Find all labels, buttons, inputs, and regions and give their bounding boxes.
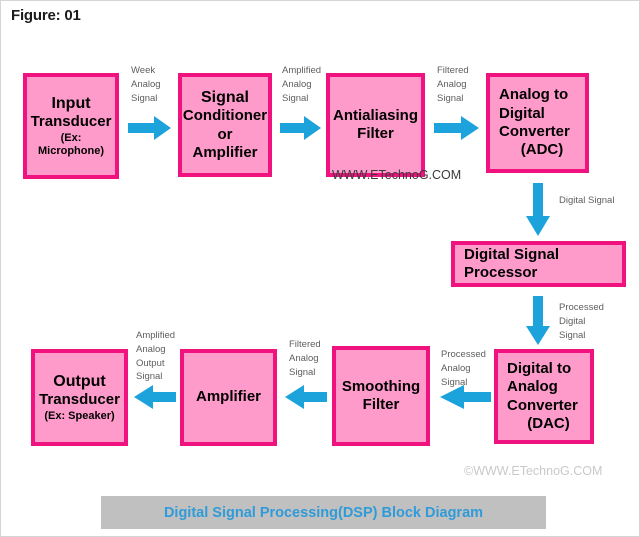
edge-label-line: Amplified — [282, 65, 322, 76]
edge-label-line: Analog — [441, 362, 471, 374]
edge-label-line: Digital Signal — [559, 195, 615, 206]
watermark-corner: ©WWW.ETechnoG.COM — [464, 464, 603, 478]
block-adc[interactable]: Analog to Digital Converter (ADC) — [486, 73, 589, 173]
block-line: Filter — [357, 125, 394, 142]
block-line: Converter — [507, 396, 578, 414]
arrow-input-to-conditioner — [128, 115, 172, 141]
edge-label-week-analog-signal: Week Analog Signal — [131, 64, 161, 105]
arrow-dsp-to-dac — [525, 296, 551, 346]
block-digital-signal-processor[interactable]: Digital Signal Processor — [451, 241, 626, 287]
block-line: Conditioner — [182, 107, 268, 125]
edge-label-line: Signal — [136, 371, 163, 383]
figure-label: Figure: 01 — [11, 7, 81, 24]
block-line: Converter — [499, 123, 570, 140]
edge-label-line: Analog — [289, 352, 319, 364]
edge-label-filtered-analog-signal-bottom: Filtered Analog Signal — [289, 338, 321, 379]
edge-label-line: Processed — [559, 302, 604, 313]
edge-label-line: Amplified — [136, 330, 176, 341]
block-line: Output — [53, 372, 106, 390]
block-line: (Ex: Microphone) — [38, 131, 104, 157]
edge-label-line: Digital — [559, 315, 586, 327]
block-line: Smoothing — [341, 377, 421, 395]
edge-label-line: Filtered — [437, 65, 469, 76]
arrow-adc-to-dsp — [525, 183, 551, 237]
block-line: Transducer — [39, 391, 120, 409]
edge-label-line: Signal — [289, 366, 316, 378]
edge-label-line: Signal — [282, 92, 309, 104]
edge-label-digital-signal: Digital Signal — [559, 194, 614, 208]
edge-label-processed-digital-signal: Processed Digital Signal — [559, 301, 604, 342]
arrow-smoothing-to-amplifier — [284, 384, 328, 410]
caption-bar: Digital Signal Processing(DSP) Block Dia… — [101, 496, 546, 529]
block-line: Amplifier — [195, 388, 261, 406]
edge-label-line: Signal — [441, 376, 468, 388]
block-line: Filter — [362, 396, 400, 413]
block-line: Digital — [499, 104, 545, 122]
edge-label-line: Analog — [131, 78, 161, 90]
caption-text: Digital Signal Processing(DSP) Block Dia… — [163, 504, 484, 521]
block-line: Analog to — [499, 86, 569, 104]
edge-label-amplified-analog-output-signal: Amplified Analog Output Signal — [136, 329, 175, 384]
block-line: (Ex: Speaker) — [44, 409, 115, 422]
arrow-dac-to-smoothing — [439, 384, 492, 410]
block-line: Digital Signal Processor — [464, 245, 560, 281]
edge-label-processed-analog-signal: Processed Analog Signal — [441, 348, 486, 389]
block-line: Signal — [200, 88, 249, 106]
block-input-transducer[interactable]: Input Transducer (Ex: Microphone) — [23, 73, 119, 179]
edge-label-line: Analog — [437, 78, 467, 90]
block-line: (DAC) — [527, 414, 570, 432]
edge-label-line: Signal — [559, 329, 586, 341]
block-line: Digital to — [507, 359, 572, 377]
edge-label-line: Analog — [136, 343, 166, 355]
block-line: Input — [51, 94, 91, 112]
block-line: Amplifier — [192, 143, 258, 161]
edge-label-line: Signal — [131, 92, 158, 104]
edge-label-line: Signal — [437, 92, 464, 104]
arrow-amplifier-to-output — [133, 384, 177, 410]
block-dac[interactable]: Digital to Analog Converter (DAC) — [494, 349, 594, 444]
edge-label-filtered-analog-signal-top: Filtered Analog Signal — [437, 64, 469, 105]
edge-label-amplified-analog-signal: Amplified Analog Signal — [282, 64, 321, 105]
block-output-transducer[interactable]: Output Transducer (Ex: Speaker) — [31, 349, 128, 446]
arrow-conditioner-to-filter — [280, 115, 322, 141]
block-line: or — [217, 125, 233, 143]
block-line: Transducer — [30, 113, 112, 131]
edge-label-line: Processed — [441, 349, 486, 360]
edge-label-line: Output — [136, 357, 165, 369]
block-signal-conditioner[interactable]: Signal Conditioner or Amplifier — [178, 73, 272, 177]
watermark-inline: WWW.ETechnoG.COM — [332, 168, 462, 182]
edge-label-line: Analog — [282, 78, 312, 90]
block-antialiasing-filter[interactable]: Antialiasing Filter — [326, 73, 425, 177]
edge-label-line: Filtered — [289, 339, 321, 350]
block-line: Antialiasing — [332, 106, 418, 124]
block-line: Analog — [507, 378, 558, 396]
block-line: (ADC) — [520, 141, 564, 159]
arrow-filter-to-adc — [434, 115, 480, 141]
block-smoothing-filter[interactable]: Smoothing Filter — [332, 346, 430, 446]
edge-label-line: Week — [131, 65, 156, 76]
block-amplifier[interactable]: Amplifier — [180, 349, 277, 446]
